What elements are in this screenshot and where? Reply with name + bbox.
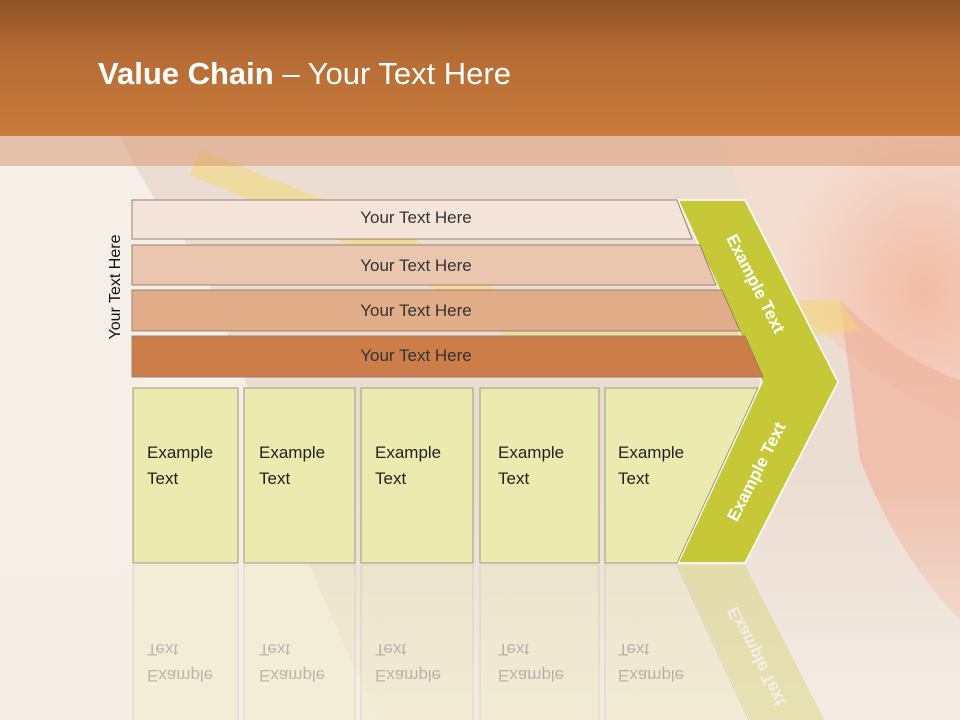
- chevron-arrow: [676, 199, 839, 564]
- column-label-3-line1: Example: [375, 443, 442, 462]
- row-bar-1: [131, 199, 693, 240]
- column-box-3: [360, 387, 474, 564]
- reflection-label-1: Example Text: [147, 636, 213, 688]
- column-box-5: [604, 387, 759, 564]
- reflection-label-5-line2: Text: [618, 640, 650, 659]
- column-box-1: [132, 387, 239, 564]
- reflection-label-4: Example Text: [498, 636, 564, 688]
- reflection-label-4-line2: Text: [498, 640, 530, 659]
- column-label-5-line2: Text: [618, 469, 650, 488]
- reflection-label-1-line1: Example: [147, 666, 214, 685]
- column-label-2-line2: Text: [259, 469, 291, 488]
- column-label-3-line2: Text: [375, 469, 407, 488]
- row-label-2: Your Text Here: [360, 256, 472, 275]
- row-label-4: Your Text Here: [360, 346, 472, 365]
- title-rest: – Your Text Here: [273, 56, 511, 91]
- slide-header: [0, 0, 960, 136]
- diagram-reflection: Example Text Example Text Example Text Exam…: [0, 565, 960, 720]
- reflection-label-2: Example Text: [259, 636, 325, 688]
- reflection-label-4-line1: Example: [498, 666, 565, 685]
- column-label-1-line2: Text: [147, 469, 179, 488]
- row-bar-3: [131, 289, 741, 332]
- column-label-1-line1: Example: [147, 443, 214, 462]
- header-band: [0, 136, 960, 166]
- column-label-5-line1: Example: [618, 443, 685, 462]
- slide-title: Value Chain – Your Text Here: [98, 54, 511, 94]
- row-bar-2: [131, 244, 717, 286]
- reflection-label-5: Example Text: [618, 636, 684, 688]
- reflection-label-3-line2: Text: [375, 640, 407, 659]
- reflection-label-3: Example Text: [375, 636, 441, 688]
- column-label-2-line1: Example: [259, 443, 326, 462]
- title-bold: Value Chain: [98, 56, 274, 91]
- row-label-3: Your Text Here: [360, 301, 472, 320]
- reflection-label-3-line1: Example: [375, 666, 442, 685]
- reflection-label-1-line2: Text: [147, 640, 179, 659]
- reflection-label-5-line1: Example: [618, 666, 685, 685]
- column-label-4-line1: Example: [498, 443, 565, 462]
- row-bar-4: [131, 335, 764, 378]
- reflection-label-2-line1: Example: [259, 666, 326, 685]
- column-box-4: [479, 387, 600, 564]
- reflection-inner: Example Text Example Text Example Text Exam…: [0, 565, 960, 720]
- column-box-2: [243, 387, 356, 564]
- reflection-label-2-line2: Text: [259, 640, 291, 659]
- reflection-shapes: [132, 565, 838, 720]
- column-label-4-line2: Text: [498, 469, 530, 488]
- row-label-1: Your Text Here: [360, 208, 472, 227]
